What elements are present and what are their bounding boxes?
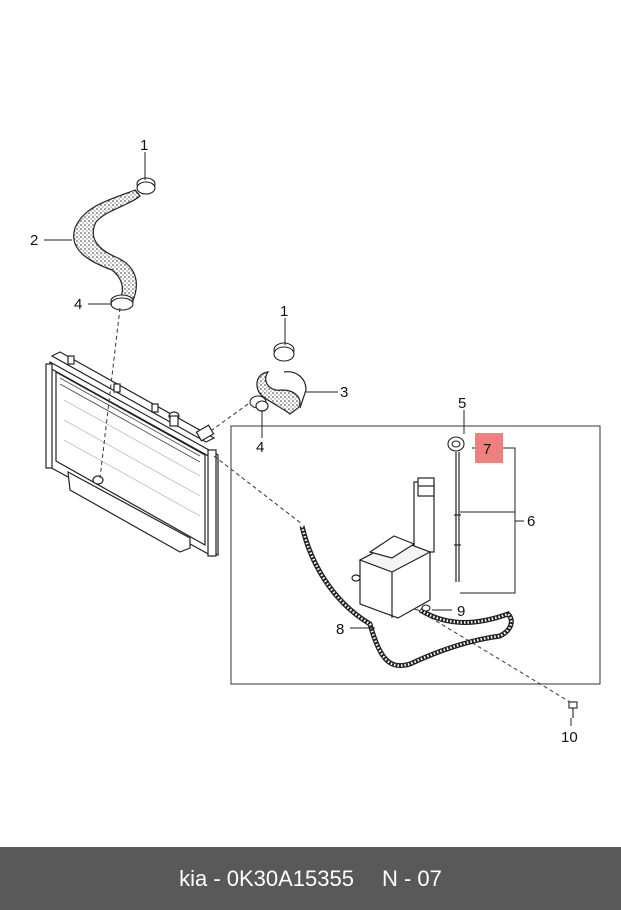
callout-8: 8	[336, 621, 344, 638]
callout-7-highlight	[475, 433, 503, 463]
callout-2: 2	[30, 232, 38, 249]
footer-part-number: kia - 0K30A15355	[179, 865, 354, 891]
callout-4-lower: 4	[256, 439, 264, 456]
clamp-upper-4	[110, 294, 134, 311]
clip-9	[421, 604, 431, 612]
bolt-10	[568, 701, 578, 718]
callout-1-upper: 1	[140, 137, 148, 154]
upper-hose	[73, 189, 141, 304]
callout-5: 5	[458, 395, 466, 412]
clamp-upper-1	[136, 177, 156, 195]
callout-4-upper: 4	[74, 296, 82, 313]
callout-10: 10	[561, 729, 578, 746]
reservoir-group-frame	[230, 425, 601, 685]
footer-reference: N - 07	[381, 865, 442, 891]
reservoir-cap	[447, 436, 465, 452]
footer-bar: kia - 0K30A15355 N - 07	[0, 847, 621, 910]
callout-7: 7	[483, 441, 491, 458]
callout-6: 6	[527, 513, 535, 530]
parts-diagram: 1 2 4 1 3 4 5 7 6 8 9 10	[30, 137, 601, 746]
reservoir-tank	[351, 477, 435, 619]
callouts: 1 2 4 1 3 4 5 7 6 8 9 10	[30, 137, 578, 746]
callout-3: 3	[340, 384, 348, 401]
lower-hose	[256, 371, 307, 415]
callout-1-lower: 1	[280, 303, 288, 320]
callout-9: 9	[457, 603, 465, 620]
overflow-hose	[299, 525, 514, 669]
level-gauge	[454, 452, 461, 582]
radiator	[45, 351, 219, 558]
clamp-lower-1	[273, 342, 295, 362]
